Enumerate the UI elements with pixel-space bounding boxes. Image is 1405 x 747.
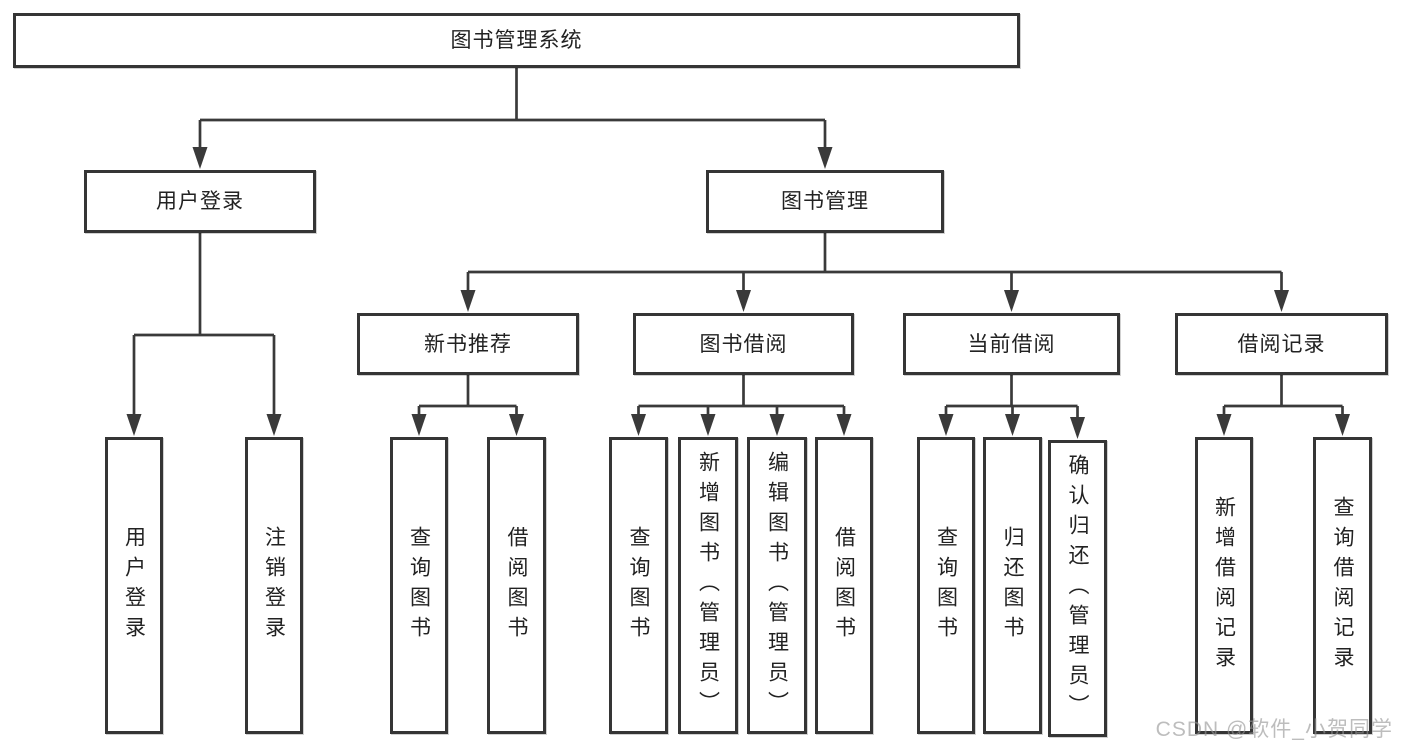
arrowhead-icon	[266, 414, 282, 436]
node-label-leaf-query-books-cb: 查询图书	[934, 525, 958, 646]
node-label-leaf-query-books-nbr: 查询图书	[407, 525, 431, 646]
node-label-leaf-add-book-admin: 新增图书（管理员）	[696, 450, 720, 721]
arrowhead-icon	[460, 290, 476, 312]
node-label-library-system: 图书管理系统	[450, 29, 583, 52]
arrowhead-icon	[1274, 290, 1289, 312]
node-leaf-add-book-admin: 新增图书（管理员）	[678, 437, 738, 734]
node-label-leaf-add-borrow-record: 新增借阅记录	[1212, 495, 1236, 676]
node-leaf-query-borrow-record: 查询借阅记录	[1313, 437, 1372, 734]
node-borrowing-records: 借阅记录	[1175, 313, 1388, 375]
arrowhead-icon	[836, 414, 852, 436]
node-label-leaf-logout: 注销登录	[262, 525, 286, 646]
arrowhead-icon	[1216, 414, 1232, 436]
node-label-new-book-recommend: 新书推荐	[424, 332, 512, 356]
node-leaf-user-login: 用户登录	[105, 437, 163, 734]
node-book-borrowing: 图书借阅	[633, 313, 854, 375]
node-leaf-add-borrow-record: 新增借阅记录	[1195, 437, 1253, 734]
node-label-borrowing-records: 借阅记录	[1237, 332, 1326, 356]
node-new-book-recommend: 新书推荐	[357, 313, 579, 375]
arrowhead-icon	[631, 414, 646, 436]
node-leaf-borrow-books-nbr: 借阅图书	[487, 437, 546, 734]
node-label-leaf-query-books-bb: 查询图书	[627, 525, 650, 646]
arrowhead-icon	[1070, 417, 1085, 439]
node-leaf-edit-book-admin: 编辑图书（管理员）	[747, 437, 807, 734]
arrowhead-icon	[736, 290, 751, 312]
node-leaf-logout: 注销登录	[245, 437, 303, 734]
arrowhead-icon	[817, 147, 833, 169]
arrowhead-icon	[700, 414, 716, 436]
node-label-current-borrowing: 当前借阅	[967, 332, 1056, 356]
node-current-borrowing: 当前借阅	[903, 313, 1120, 375]
arrowhead-icon	[1004, 290, 1019, 312]
arrowhead-icon	[1335, 414, 1350, 436]
node-label-leaf-borrow-books-nbr: 借阅图书	[505, 525, 528, 646]
node-leaf-confirm-return-admin: 确认归还（管理员）	[1048, 440, 1107, 737]
arrowhead-icon	[769, 414, 785, 436]
node-label-leaf-return-books: 归还图书	[1001, 525, 1024, 646]
node-label-leaf-user-login: 用户登录	[122, 525, 146, 646]
node-label-leaf-query-borrow-record: 查询借阅记录	[1331, 495, 1354, 676]
node-leaf-return-books: 归还图书	[983, 437, 1042, 734]
arrowhead-icon	[509, 414, 524, 436]
node-leaf-query-books-nbr: 查询图书	[390, 437, 448, 734]
node-leaf-query-books-bb: 查询图书	[609, 437, 668, 734]
node-label-leaf-confirm-return-admin: 确认归还（管理员）	[1066, 453, 1089, 724]
arrowhead-icon	[1005, 414, 1020, 436]
arrowhead-icon	[411, 414, 427, 436]
node-book-management: 图书管理	[706, 170, 944, 233]
node-label-book-management: 图书管理	[781, 190, 869, 213]
arrowhead-icon	[192, 147, 208, 169]
arrowhead-icon	[938, 414, 954, 436]
node-user-login: 用户登录	[84, 170, 316, 233]
arrowhead-icon	[126, 414, 142, 436]
node-leaf-borrow-books-bb: 借阅图书	[815, 437, 873, 734]
node-label-user-login: 用户登录	[156, 190, 244, 213]
node-leaf-query-books-cb: 查询图书	[917, 437, 975, 734]
node-label-leaf-edit-book-admin: 编辑图书（管理员）	[765, 450, 789, 721]
node-library-system: 图书管理系统	[13, 13, 1020, 68]
node-label-leaf-borrow-books-bb: 借阅图书	[832, 525, 856, 646]
node-label-book-borrowing: 图书借阅	[699, 332, 788, 356]
